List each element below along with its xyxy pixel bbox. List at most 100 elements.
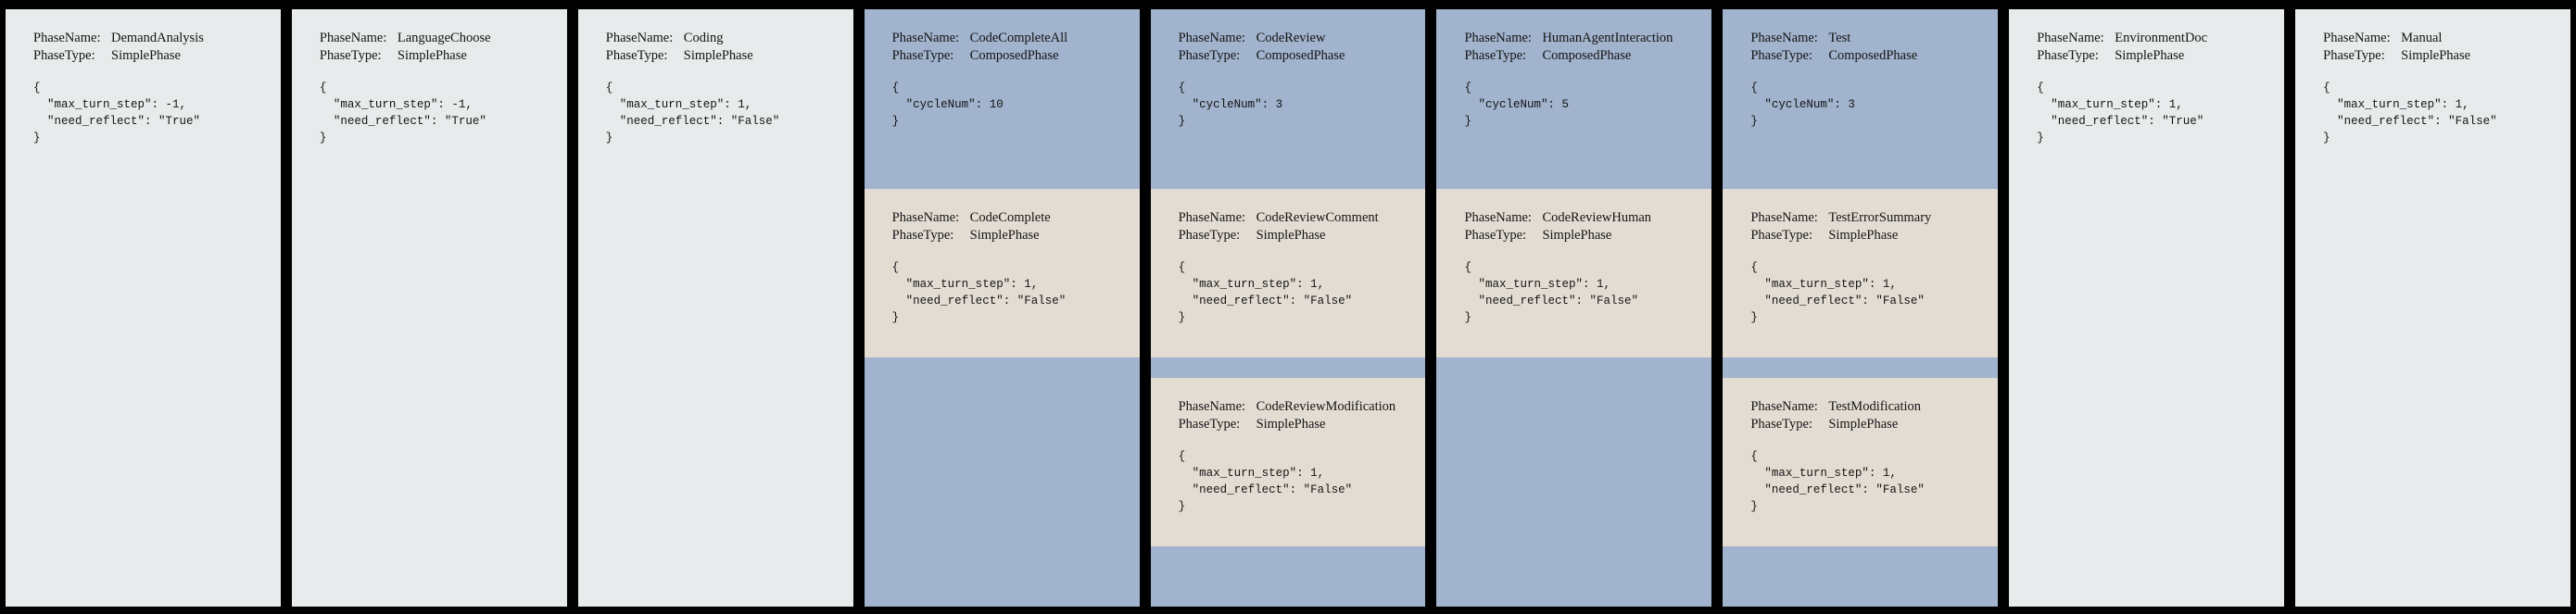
phase-type-row: PhaseType: SimplePhase: [1464, 227, 1700, 244]
phase-config-json: { "max_turn_step": -1, "need_reflect": "…: [319, 81, 486, 144]
phase-name-value: TestErrorSummary: [1828, 210, 1932, 225]
phase-name-label: PhaseName:: [1750, 31, 1818, 45]
phase-config-json: { "cycleNum": 3 }: [1750, 81, 1855, 128]
phase-type-value: SimplePhase: [1828, 417, 1899, 432]
phase-type-row: PhaseType:SimplePhase: [33, 47, 270, 65]
phase-config-json: { "max_turn_step": 1, "need_reflect": "F…: [1178, 450, 1353, 513]
phase-type-label: PhaseType:: [1178, 228, 1241, 243]
phase-name-row: PhaseName: CodeReviewModification: [1179, 398, 1415, 416]
phase-config-json: { "max_turn_step": 1, "need_reflect": "F…: [1750, 261, 1925, 324]
phase-config-json: { "max_turn_step": 1, "need_reflect": "F…: [1464, 261, 1638, 324]
phase-name-label: PhaseName:: [1464, 210, 1532, 225]
phase-config-json: { "max_turn_step": 1, "need_reflect": "F…: [891, 261, 1067, 324]
composed-phase-filler: [864, 357, 1140, 607]
phase-name-row: PhaseName:CodeReviewComment: [1179, 209, 1415, 227]
phase-name-label: PhaseName:: [891, 31, 960, 45]
phase-type-label: PhaseType:: [1750, 48, 1812, 63]
phase-type-label: PhaseType:: [1750, 228, 1812, 243]
phase-config-json: { "cycleNum": 3 }: [1178, 81, 1283, 128]
phase-type-row: PhaseType:SimplePhase: [606, 47, 842, 65]
phase-name-row: PhaseName:CodeReview: [1179, 30, 1415, 47]
phase-type-row: PhaseType: SimplePhase: [1750, 227, 1987, 244]
phase-type-value: SimplePhase: [1542, 228, 1612, 243]
phase-name-label: PhaseName:: [33, 31, 101, 45]
phase-config-json: { "max_turn_step": 1, "need_reflect": "T…: [2037, 81, 2204, 144]
phase-config-json: { "max_turn_step": 1, "need_reflect": "F…: [2323, 81, 2497, 144]
phase-type-row: PhaseType:SimplePhase: [2323, 47, 2559, 65]
phase-type-value: ComposedPhase: [1542, 48, 1632, 63]
phase-type-label: PhaseType:: [1178, 48, 1241, 63]
phase-name-value: Coding: [683, 31, 724, 45]
composed-phase-filler: [1723, 546, 1999, 607]
nested-phase-divider: [1723, 357, 1999, 378]
phase-name-label: PhaseName:: [1464, 31, 1532, 45]
phase-name-label: PhaseName:: [1178, 399, 1246, 414]
phase-config-json: { "max_turn_step": 1, "need_reflect": "F…: [1178, 261, 1353, 324]
phase-name-row: PhaseName:TestModification: [1750, 398, 1987, 416]
phase-name-row: PhaseName:CodeCompleteAll: [892, 30, 1129, 47]
phase-name-value: CodeReviewModification: [1256, 399, 1396, 414]
nested-phase-divider: [1150, 357, 1426, 378]
phase-type-label: PhaseType:: [1464, 48, 1527, 63]
phase-config-json: { "cycleNum": 10 }: [891, 81, 1004, 128]
phase-type-row: PhaseType:ComposedPhase: [892, 47, 1129, 65]
phase-name-row: PhaseName: CodeReviewHuman: [1464, 209, 1700, 227]
phase-name-value: CodeReviewHuman: [1542, 210, 1652, 225]
phase-type-row: PhaseType: ComposedPhase: [1750, 47, 1987, 65]
phase-name-row: PhaseName: DemandAnalysis: [33, 30, 270, 47]
phase-type-label: PhaseType:: [1178, 417, 1241, 432]
phase-name-label: PhaseName:: [891, 210, 960, 225]
phase-type-value: SimplePhase: [1828, 228, 1899, 243]
phase-name-value: DemandAnalysis: [111, 31, 204, 45]
phase-type-label: PhaseType:: [1464, 228, 1527, 243]
phase-type-label: PhaseType:: [1750, 417, 1812, 432]
phase-type-row: PhaseType: ComposedPhase: [1464, 47, 1700, 65]
phase-type-label: PhaseType:: [605, 48, 668, 63]
phase-name-row: PhaseName:HumanAgentInteraction: [1464, 30, 1700, 47]
composed-phase-filler: [1436, 357, 1712, 607]
phase-name-row: PhaseName:Coding: [606, 30, 842, 47]
phase-name-label: PhaseName:: [1178, 31, 1246, 45]
phase-config-json: { "max_turn_step": 1, "need_reflect": "F…: [1750, 450, 1925, 513]
phase-type-row: PhaseType:SimplePhase: [1179, 416, 1415, 433]
phase-name-value: Test: [1828, 31, 1851, 45]
phase-type-label: PhaseType:: [33, 48, 95, 63]
phase-name-value: EnvironmentDoc: [2115, 31, 2208, 45]
phase-type-value: ComposedPhase: [1256, 48, 1345, 63]
phase-type-value: ComposedPhase: [1828, 48, 1918, 63]
phase-name-value: Manual: [2401, 31, 2443, 45]
